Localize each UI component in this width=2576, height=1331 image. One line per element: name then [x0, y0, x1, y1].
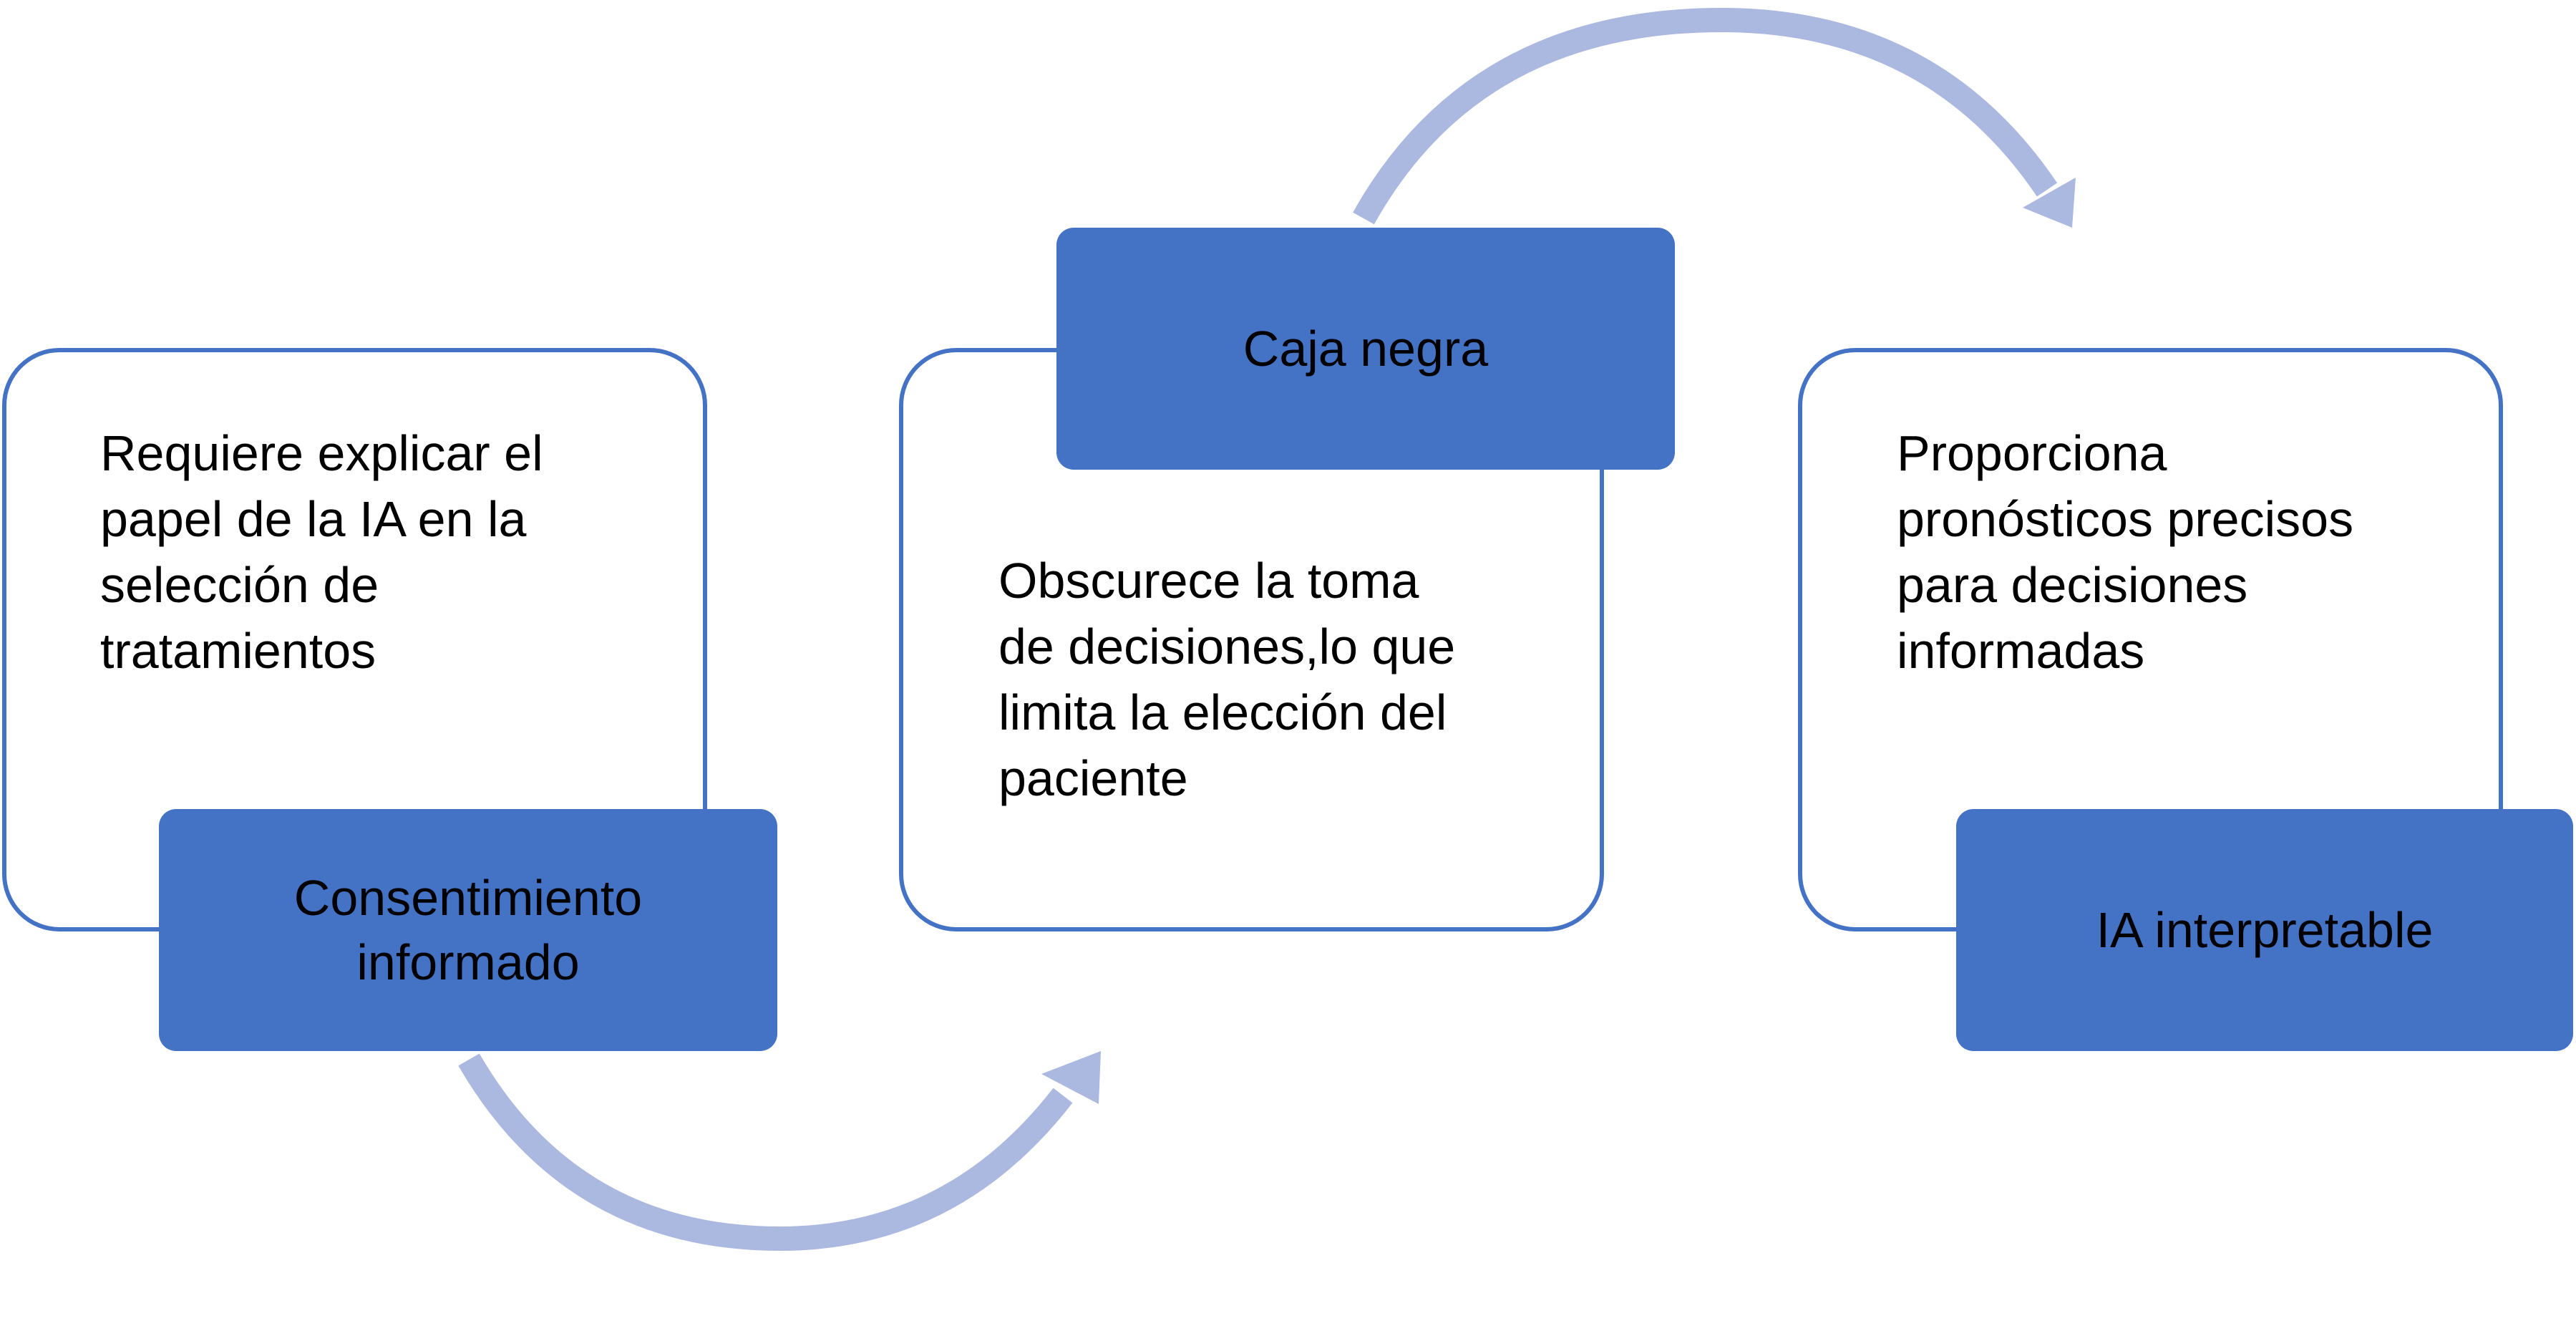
step1-description: Requiere explicar el papel de la IA en l…: [100, 425, 543, 679]
step1-label: Consentimiento informado: [293, 870, 643, 990]
arrow-step2-to-step3: [1353, 7, 2076, 228]
step3-label-box: IA interpretable: [1956, 809, 2573, 1051]
step2-label-box: Caja negra: [1056, 228, 1675, 470]
step3-label: IA interpretable: [2096, 902, 2434, 958]
step3-description: Proporciona pronósticos precisos para de…: [1897, 425, 2354, 679]
arrow-step1-to-step2: [458, 1051, 1101, 1252]
step1-label-box: Consentimiento informado: [159, 809, 777, 1051]
step2-description: Obscurece la toma de decisiones,lo que l…: [998, 553, 1456, 806]
step2-label: Caja negra: [1243, 321, 1489, 377]
